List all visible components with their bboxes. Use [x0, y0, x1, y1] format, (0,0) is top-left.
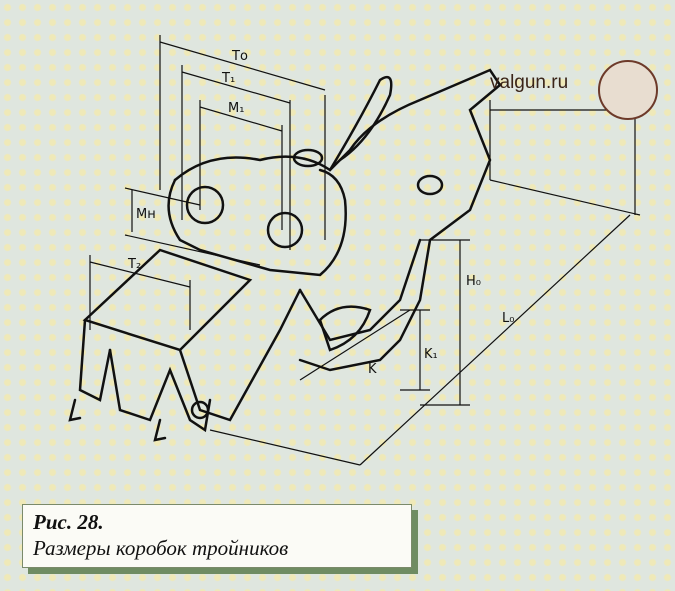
label-t2: T₂ [127, 257, 141, 272]
label-t1: T₁ [221, 71, 235, 86]
figure-caption: Рис. 28. Размеры коробок тройников [22, 504, 412, 568]
label-h0: H₀ [466, 274, 481, 289]
label-k1: K₁ [424, 347, 438, 362]
figure-number: Рис. 28. [33, 510, 104, 534]
site-watermark: valgun.ru [490, 72, 569, 93]
grouse-logo-icon [598, 60, 658, 120]
label-k: K [368, 362, 377, 377]
label-l0: L₀ [502, 311, 514, 326]
label-t0: Tо [231, 49, 248, 64]
dimension-lines [89, 35, 641, 466]
receiver-outline [68, 68, 502, 442]
label-m1: M₁ [228, 101, 244, 116]
figure-title: Размеры коробок тройников [33, 536, 289, 560]
label-mh: Mн [136, 207, 156, 222]
